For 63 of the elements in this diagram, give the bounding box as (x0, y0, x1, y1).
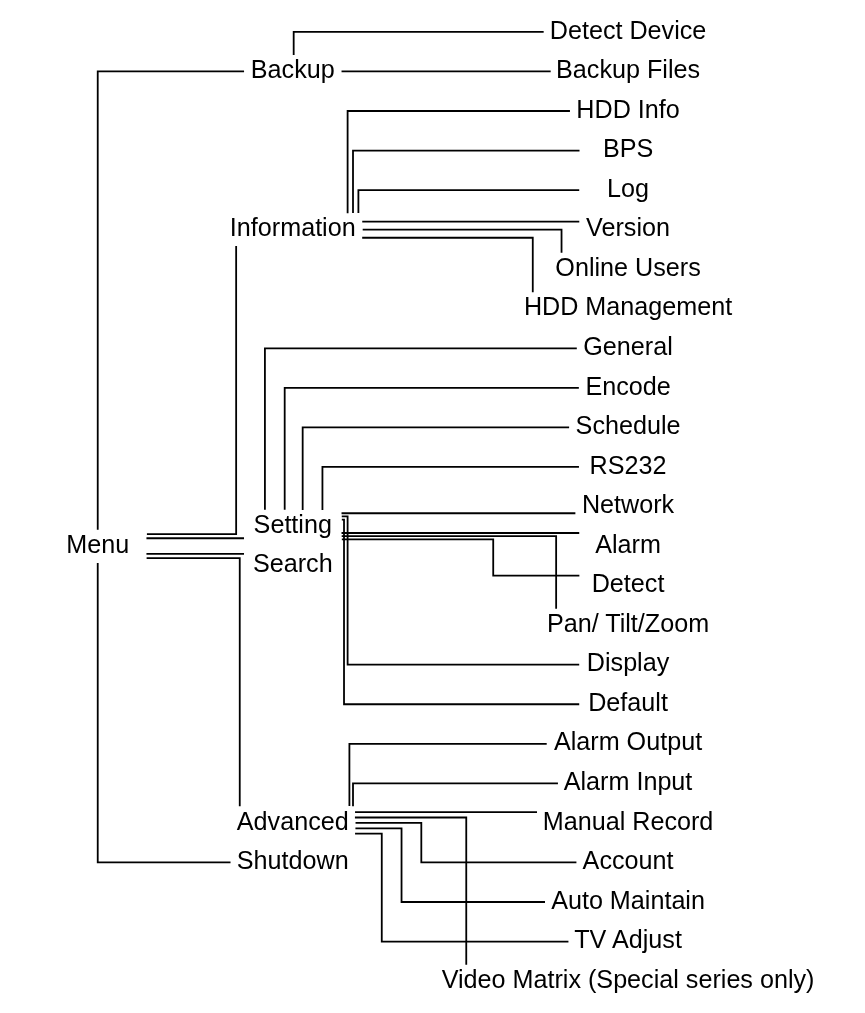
node-text: RS232 (589, 450, 667, 479)
node-text: TV Adjust (573, 925, 682, 954)
connector (283, 386, 580, 511)
connector (340, 532, 580, 534)
node-text: Manual Record (542, 806, 713, 835)
node-text: General (582, 331, 673, 360)
node-text: Backup (250, 55, 335, 84)
connector (145, 557, 241, 808)
connector (145, 537, 245, 540)
connector (351, 149, 580, 214)
node-text: Pan/ Tilt/Zoom (546, 608, 709, 637)
connector (353, 816, 467, 966)
connector (96, 70, 245, 531)
node-text: Video Matrix (Special series only) (441, 964, 814, 993)
connector (340, 538, 580, 577)
node-text: Log (606, 173, 649, 202)
connector (340, 512, 576, 515)
node-text: HDD Info (575, 94, 680, 123)
node-text: Encode (584, 371, 671, 400)
node-text: Account (582, 846, 673, 875)
connector (301, 426, 570, 511)
node-text: Alarm (594, 529, 661, 558)
node-text: Alarm Output (553, 727, 702, 756)
connector (348, 742, 548, 807)
node-text: Search (252, 549, 333, 578)
connector (351, 782, 559, 808)
connector (96, 562, 231, 864)
node-text: Information (229, 213, 356, 242)
node-text: Backup Files (555, 55, 700, 84)
node-text: Shutdown (236, 846, 349, 875)
node-text: Auto Maintain (550, 885, 705, 914)
node-text: Menu (65, 529, 129, 558)
connector (292, 31, 545, 56)
connector (360, 236, 534, 294)
connector (346, 110, 571, 215)
connector (354, 822, 577, 864)
connector (340, 535, 557, 610)
connector (145, 552, 245, 555)
node-text: Display (586, 648, 669, 677)
node-text: Setting (253, 509, 332, 538)
node-text: Alarm Input (563, 767, 692, 795)
node-text: Detect Device (549, 15, 706, 44)
connector (353, 811, 538, 813)
node-text: HDD Management (523, 292, 732, 321)
node-text: Default (587, 687, 668, 716)
connector (353, 832, 569, 943)
node-text: Schedule (575, 411, 680, 440)
node-text: Advanced (236, 806, 349, 835)
node-text: Version (585, 213, 670, 242)
connector (321, 466, 580, 511)
connector (361, 228, 562, 254)
connector (145, 245, 237, 535)
connector (340, 515, 580, 666)
node-text: Online Users (554, 252, 701, 281)
connector (354, 827, 546, 903)
node-text: BPS (602, 134, 653, 163)
connector (357, 189, 580, 214)
node-text: Detect (591, 569, 664, 598)
connector (360, 220, 580, 223)
node-text: Network (581, 490, 674, 519)
connector (340, 518, 580, 706)
connector (340, 70, 552, 73)
connector (263, 347, 578, 511)
